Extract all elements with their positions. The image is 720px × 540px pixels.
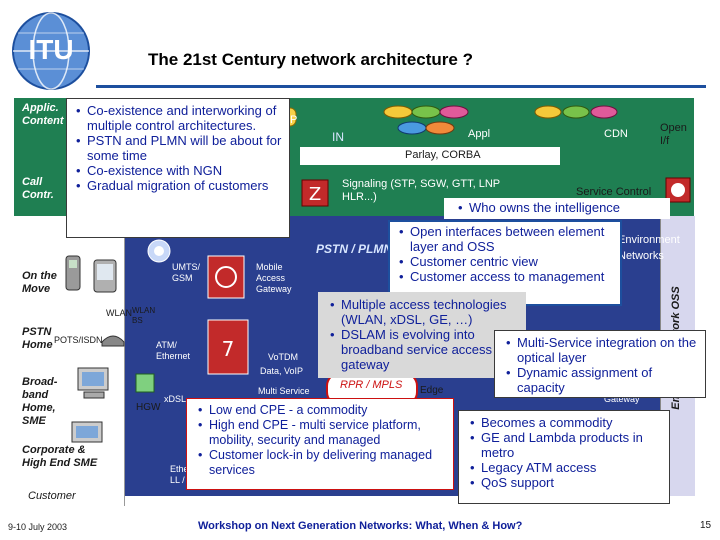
label-environment: Environment (618, 234, 680, 246)
corp-pc-icon (68, 420, 108, 454)
label-votdm: VoTDM (268, 352, 299, 362)
callout-item: Legacy ATM access (470, 460, 667, 475)
footer-workshop: Workshop on Next Generation Networks: Wh… (198, 520, 523, 532)
svg-text:Z: Z (309, 184, 321, 205)
desk-phone-icon (100, 326, 126, 348)
callout-item: Customer access to management (399, 269, 618, 284)
label-rpr-mpls: RPR / MPLS (340, 379, 403, 391)
callout-cpe: Low end CPE - a commodity High end CPE -… (186, 398, 454, 490)
label-multi-service: Multi Service (258, 386, 310, 396)
label-pstn-plmn: PSTN / PLMN (316, 242, 393, 256)
label-mobile-gw: Mobile Access Gateway (256, 262, 292, 294)
callout-item: Open interfaces between element layer an… (399, 224, 618, 254)
label-data-voip: Data, VoIP (260, 366, 304, 376)
label-apps: Applic. Content (22, 102, 64, 127)
callout-open-interfaces: Open interfaces between element layer an… (388, 220, 622, 306)
callout-item: Becomes a commodity (470, 415, 667, 430)
pda-icon (92, 258, 118, 294)
callout-item: Who owns the intelligence (458, 200, 669, 215)
logo-text: ITU (28, 34, 74, 65)
callout-item: Co-existence and interworking of multipl… (76, 103, 285, 133)
label-parlay: Parlay, CORBA (405, 149, 481, 161)
atm-switch-icon (134, 372, 156, 394)
label-wlan: WLAN (106, 308, 133, 318)
callout-item: QoS support (470, 475, 667, 490)
label-xdsl: xDSL (164, 394, 187, 404)
votdm-switch-icon: 7 (206, 318, 250, 376)
label-appl: Appl (468, 128, 491, 140)
label-on-the-move: On the Move (22, 270, 57, 295)
appl-servers-icon (378, 100, 498, 140)
pc-icon (74, 366, 114, 402)
label-cdn: CDN (604, 128, 628, 140)
phone-icon (62, 254, 84, 294)
mobile-gw-icon (206, 254, 246, 300)
callout-intelligence: Who owns the intelligence (444, 198, 670, 219)
label-call-control: Call Contr. (22, 176, 54, 201)
callout-multi-service: Multi-Service integration on the optical… (494, 330, 706, 398)
label-service-control: Service Control (576, 186, 652, 198)
page-title: The 21st Century network architecture ? (148, 50, 473, 69)
label-wlan-bs: WLAN BS (132, 306, 156, 325)
callout-item: Dynamic assignment of capacity (506, 365, 703, 395)
label-gateway: Gateway (604, 394, 640, 404)
callout-access-tech: Multiple access technologies (WLAN, xDSL… (318, 292, 526, 378)
label-pots-isdn: POTS/ISDN (54, 335, 103, 345)
cdn-servers-icon (530, 100, 630, 136)
label-pstn-home: PSTN Home (22, 326, 53, 351)
label-hgw: HGW (136, 402, 161, 413)
callout-item: Co-existence with NGN (76, 163, 285, 178)
label-broadband: Broad-band Home, SME (22, 376, 58, 427)
callout-item: Multi-Service integration on the optical… (506, 335, 703, 365)
callout-item: Customer centric view (399, 254, 618, 269)
label-customer: Customer (28, 490, 76, 502)
label-atm: ATM/ Ethernet (156, 340, 191, 361)
signaling-icon: Z (300, 178, 330, 208)
label-signaling: Signaling (STP, SGW, GTT, LNP HLR...) (342, 178, 500, 203)
callout-item: Gradual migration of customers (76, 178, 285, 193)
parlay-bar (300, 147, 560, 165)
umts-tower-icon (144, 236, 174, 266)
callout-item: Low end CPE - a commodity (198, 403, 451, 418)
footer-date: 9-10 July 2003 (8, 522, 68, 532)
svg-text:7: 7 (222, 337, 235, 361)
callout-item: GE and Lambda products in metro (470, 430, 667, 460)
footer-page-number: 15 (700, 520, 712, 531)
label-corporate: Corporate & High End SME (22, 444, 98, 469)
title-rule (96, 85, 706, 88)
itu-logo: ITU (8, 8, 94, 94)
service-control-icon (664, 176, 694, 206)
label-in: IN (332, 130, 344, 144)
callout-commodity: Becomes a commodity GE and Lambda produc… (458, 410, 670, 504)
label-umts: UMTS/ GSM (172, 262, 200, 283)
callout-item: Multiple access technologies (WLAN, xDSL… (330, 297, 523, 327)
label-open-if: Open I/f (660, 122, 687, 147)
callout-coexistence: Co-existence and interworking of multipl… (66, 98, 290, 238)
callout-item: High end CPE - multi service platform, m… (198, 418, 451, 448)
callout-item: PSTN and PLMN will be about for some tim… (76, 133, 285, 163)
callout-item: DSLAM is evolving into broadband service… (330, 327, 523, 372)
callout-item: Customer lock-in by delivering managed s… (198, 448, 451, 478)
label-networks: Networks (618, 250, 664, 262)
